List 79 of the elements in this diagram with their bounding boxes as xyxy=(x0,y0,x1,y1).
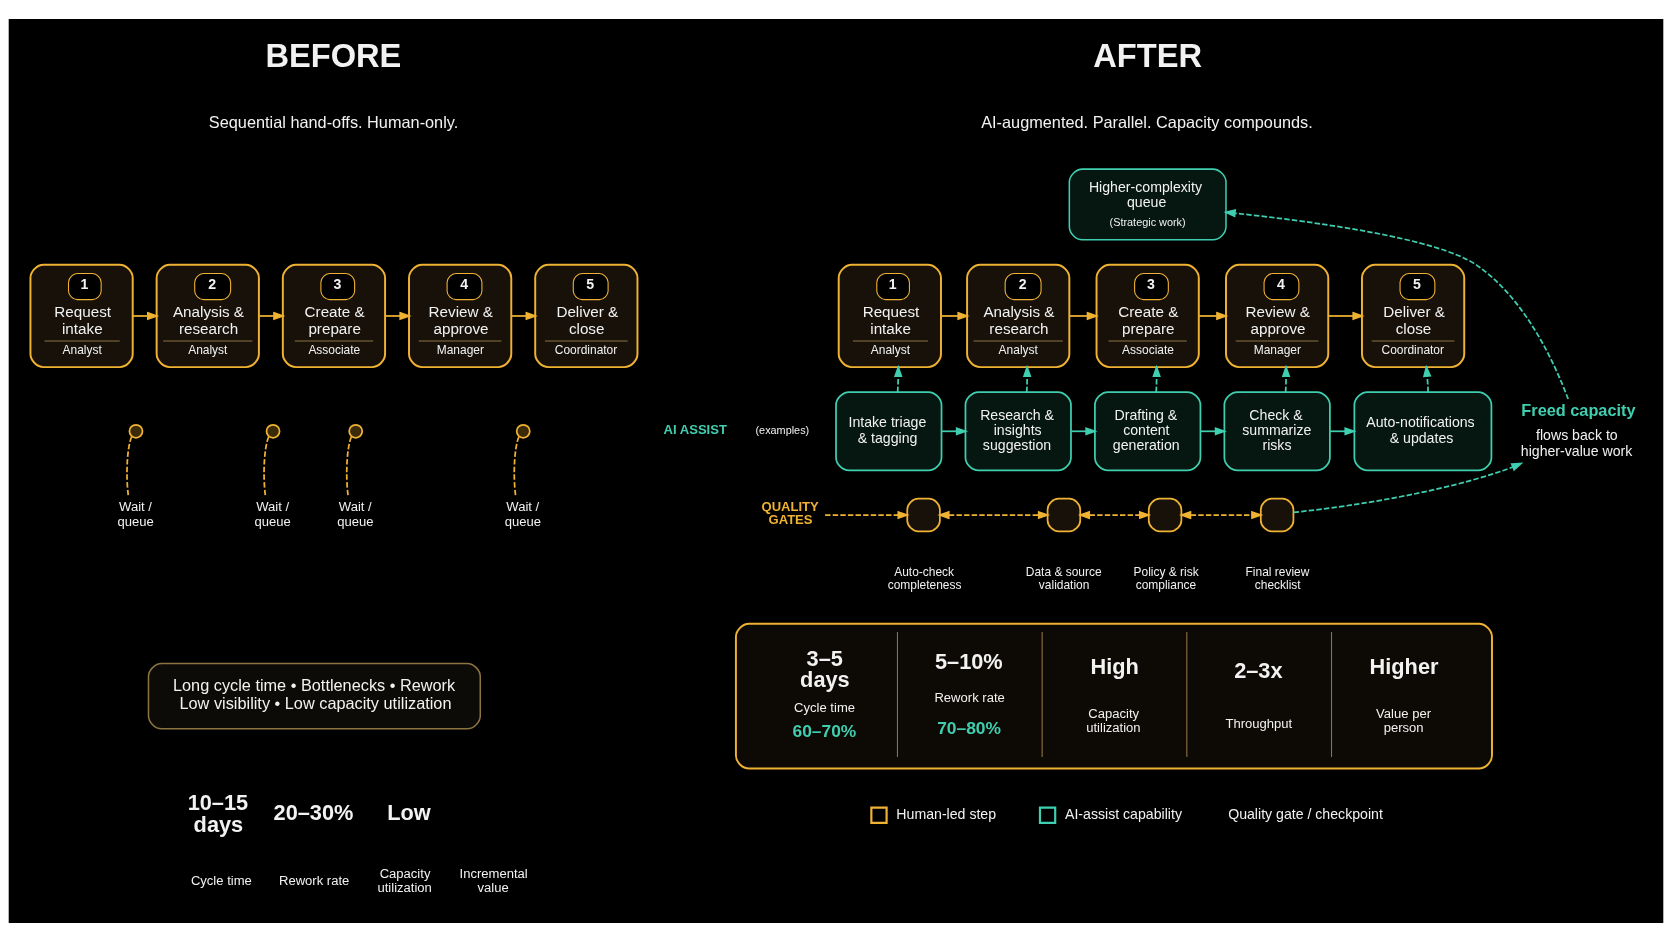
node-box: Higher-complexity queue (Strategic work) xyxy=(1068,167,1227,241)
node-box xyxy=(1046,497,1082,532)
label: AFTER xyxy=(1093,36,1203,74)
node-box: Intake triage & tagging xyxy=(835,390,943,471)
node-box: 5 Deliver & close Coordinator xyxy=(1361,263,1466,368)
node-box: Auto-notifications & updates xyxy=(1353,390,1493,471)
node-box: 2 Analysis & research Analyst xyxy=(966,263,1071,368)
label: AI-augmented. Parallel. Capacity compounds. xyxy=(981,112,1313,131)
node-text: QUALITY GATES xyxy=(761,498,819,527)
node-box xyxy=(906,497,941,532)
label: Low xyxy=(387,799,431,825)
node-box: 1 Request intake Analyst xyxy=(837,263,942,368)
arrow xyxy=(131,311,160,320)
arrow xyxy=(1068,311,1099,320)
node-box: 3 Create & prepare Associate xyxy=(1095,263,1200,368)
arrow xyxy=(1152,364,1161,393)
legend-label: Quality gate / checkpoint xyxy=(1228,805,1383,822)
label: (examples) xyxy=(755,423,810,436)
node-box: 4 Review & approve Manager xyxy=(1225,263,1330,368)
node-box xyxy=(1147,497,1183,532)
node-box: Drafting & content generation xyxy=(1094,390,1202,471)
node-label: Final review checklist xyxy=(1245,564,1310,592)
node-text: Wait / queue xyxy=(254,498,291,528)
node-circle xyxy=(348,423,364,439)
node-box: Check & summarize risks xyxy=(1223,390,1331,471)
arrow xyxy=(1198,311,1229,320)
label: Sequential hand-offs. Human-only. xyxy=(208,112,459,131)
arrow xyxy=(1077,510,1152,519)
label: Rework rate xyxy=(279,872,350,888)
arrow xyxy=(1199,426,1227,436)
node-text: Wait / queue xyxy=(337,498,374,528)
node-box: 1 Request intake Analyst xyxy=(29,263,134,368)
arrow xyxy=(258,311,286,320)
node-box: Research & insights suggestion xyxy=(964,390,1072,471)
node-box: 5 Deliver & close Coordinator xyxy=(534,263,639,368)
arrow xyxy=(893,364,903,393)
node-box: 2 Analysis & research Analyst xyxy=(155,263,260,368)
node-text: Wait / queue xyxy=(504,498,542,528)
node-box: 3 Create & prepare Associate xyxy=(281,263,387,368)
arrow xyxy=(510,311,538,320)
arrow xyxy=(1423,364,1432,393)
arrow xyxy=(941,426,969,436)
connector xyxy=(345,435,353,496)
node-circle xyxy=(265,423,281,439)
arrow xyxy=(940,311,970,320)
node-circle xyxy=(128,423,144,439)
label: BEFORE xyxy=(265,36,402,74)
arrow xyxy=(1327,311,1365,320)
node-circle xyxy=(515,423,531,439)
arrow xyxy=(937,510,1051,519)
arrow xyxy=(1022,364,1032,393)
arrow xyxy=(1281,364,1291,393)
arrow xyxy=(1292,462,1524,513)
node-text: Freed capacity flows back to higher-value work xyxy=(1520,400,1636,459)
connector xyxy=(513,435,520,496)
node-box xyxy=(1259,497,1295,532)
arrow xyxy=(824,510,910,519)
connector xyxy=(126,435,133,496)
connector xyxy=(263,435,270,496)
node-label: Policy & risk compliance xyxy=(1133,564,1199,592)
label: Capacity utilization xyxy=(377,865,432,895)
arrow xyxy=(384,311,412,320)
label: Incremental value xyxy=(459,865,528,895)
node-text: Wait / queue xyxy=(117,498,154,528)
arrow xyxy=(1329,426,1357,436)
label: 20–30% xyxy=(273,799,354,825)
node-box: 4 Review & approve Manager xyxy=(408,263,513,368)
legend-label: Human-led step xyxy=(896,805,997,822)
arrow xyxy=(1070,426,1098,436)
arrow xyxy=(1179,510,1264,519)
label: Cycle time xyxy=(190,872,252,888)
label: 10–15 days xyxy=(187,789,249,837)
node-box: 3–5 days Cycle time 60–70% 5–10% Rework rate 70–80% High Capacity utilization 2–3x Throughput Higher Value per person xyxy=(734,622,1493,769)
label: AI ASSIST xyxy=(663,421,727,437)
node-box: Long cycle time • Bottlenecks • Rework Low visibility • Low capacity utilization xyxy=(147,662,482,730)
node-label: Data & source validation xyxy=(1025,564,1102,592)
node-label: Auto-check completeness xyxy=(887,564,962,592)
legend-label: AI-assist capability xyxy=(1064,805,1182,822)
arrow xyxy=(1223,208,1569,400)
